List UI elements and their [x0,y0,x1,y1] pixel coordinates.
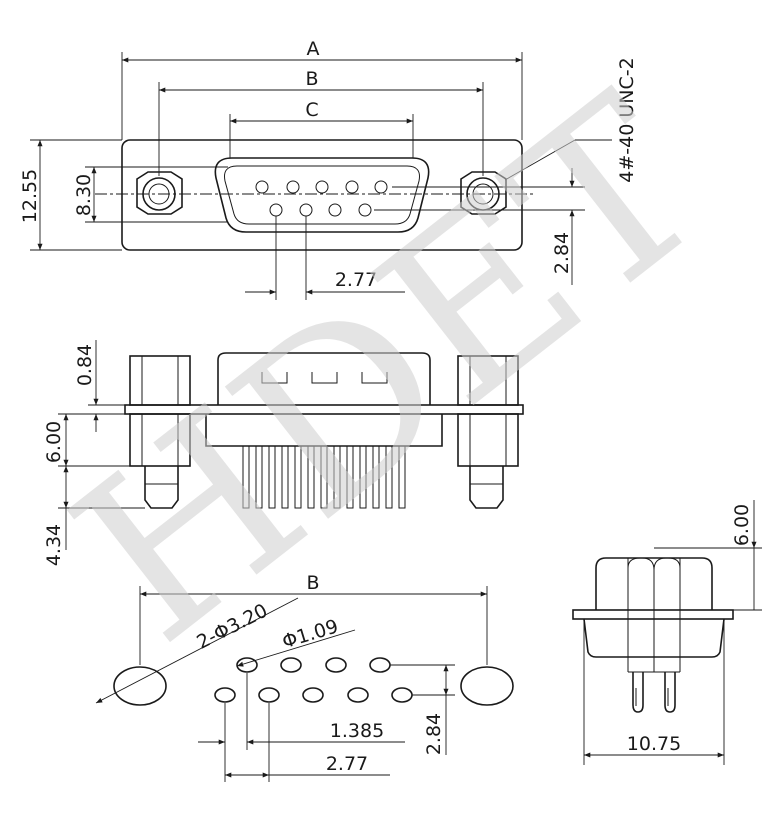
side-view: 0.84 6.00 4.34 [43,340,524,566]
end-view: 6.00 10.75 [572,500,762,765]
pin-hole-label: Φ1.09 [280,615,341,653]
watermark: HDET [29,48,750,693]
side-standoff-left [129,355,191,509]
height-shell-label: 8.30 [73,174,95,216]
flange-thickness-label: 0.84 [74,344,96,386]
body-height-label: 6.00 [43,421,65,463]
end-height-label: 6.00 [731,504,753,546]
tail-length-label: 4.34 [43,524,65,566]
footprint-row-offset-label: 2.84 [423,713,445,755]
front-view: A B C 12.55 8.30 2.84 2.77 [19,38,638,300]
front-pins-bottom-row [269,203,372,217]
footprint-holes-top-row [236,657,391,673]
footprint-pin-pitch-label: 2.77 [326,753,368,775]
height-total-label: 12.55 [19,169,41,223]
end-width-label: 10.75 [627,733,681,755]
pin-pitch-label: 2.77 [335,269,377,291]
front-standoff-left [136,171,183,215]
row-offset-label: 2.84 [551,232,573,274]
footprint-holes-bottom-row [214,687,413,703]
half-pitch-label: 1.385 [330,720,384,742]
front-pins-top-row [255,180,388,194]
dim-a-label: A [307,38,320,60]
footprint-dim-b-label: B [306,572,319,594]
side-pins [242,445,406,509]
mount-hole-left [113,666,167,706]
mount-hole-right [460,666,514,706]
dim-b-label: B [305,68,318,90]
side-standoff-right [457,355,519,509]
dim-c-label: C [305,99,318,121]
thread-note-label: 4#-40 UNC-2 [616,57,638,182]
